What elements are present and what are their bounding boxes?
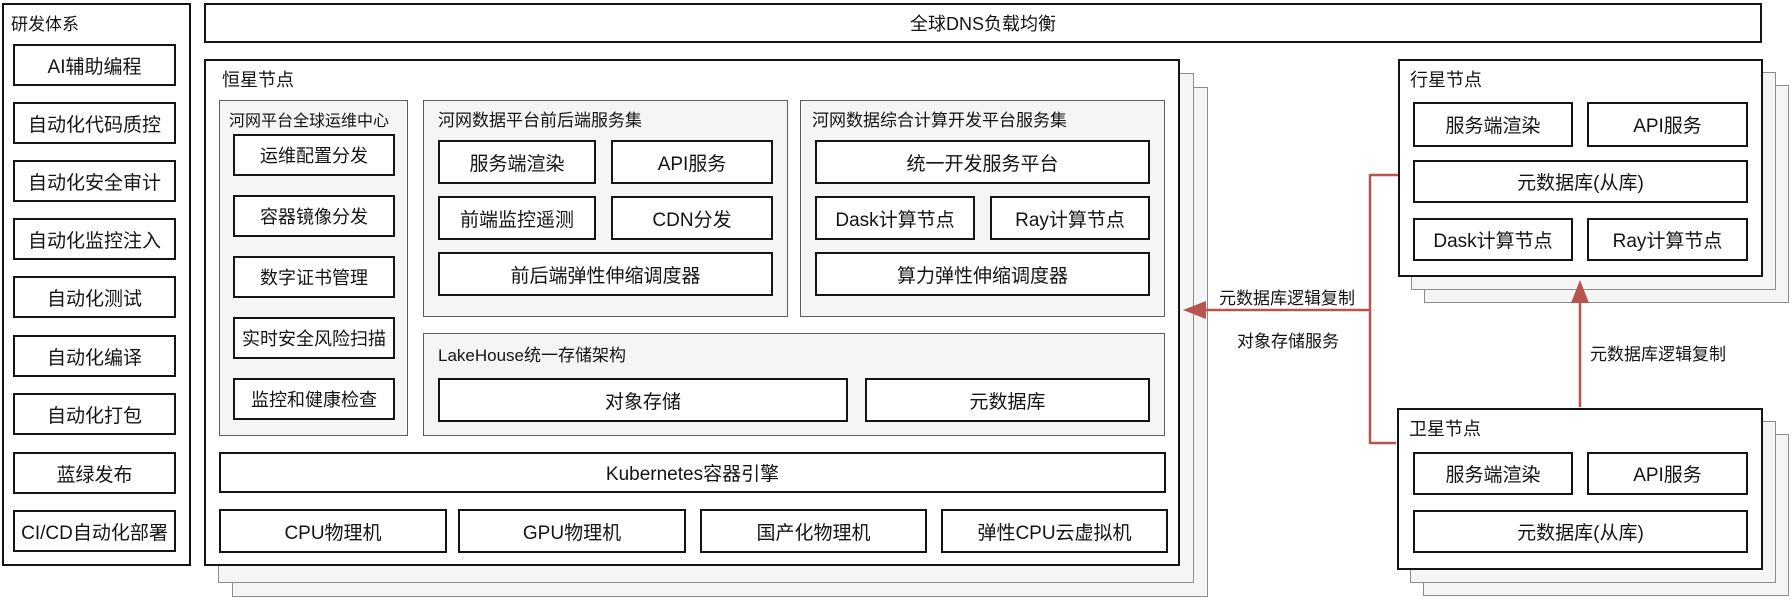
service-label: 服务端渲染: [469, 153, 565, 175]
sidebar-item-box: 自动化编译: [13, 335, 176, 377]
connector-label-object-storage: 对象存储服务: [1237, 332, 1339, 351]
service-label: Ray计算节点: [1015, 209, 1125, 231]
service-box: 服务端渲染: [1413, 102, 1573, 147]
service-label: 元数据库(从库): [1517, 173, 1644, 194]
service-box: Dask计算节点: [1413, 218, 1573, 261]
web-services-title: 河网数据平台前后端服务集: [438, 111, 642, 130]
service-label: 统一开发服务平台: [906, 153, 1059, 175]
service-box: 统一开发服务平台: [815, 140, 1150, 184]
dns-load-balancer-bar: 全球DNS负载均衡: [204, 3, 1762, 43]
sidebar-item-label: 自动化测试: [46, 288, 142, 310]
kubernetes-engine-box: Kubernetes容器引擎: [219, 452, 1166, 493]
star-node-title: 恒星节点: [222, 70, 294, 90]
sidebar-item-label: AI辅助编程: [47, 56, 142, 78]
service-label: API服务: [657, 153, 727, 175]
service-label: Ray计算节点: [1612, 231, 1723, 252]
sidebar-item-label: 自动化编译: [46, 347, 142, 369]
service-box: API服务: [1587, 452, 1748, 495]
service-box: CDN分发: [611, 196, 773, 240]
service-label: 服务端渲染: [1445, 116, 1541, 137]
sidebar-item-box: 自动化安全审计: [13, 160, 176, 202]
service-label: Dask计算节点: [1433, 231, 1553, 252]
sidebar-item-box: 自动化代码质控: [13, 102, 176, 144]
service-box: API服务: [1587, 102, 1748, 147]
sidebar-item-label: 自动化监控注入: [27, 230, 161, 252]
sidebar-item-label: 自动化代码质控: [27, 114, 161, 136]
service-label: 实时安全风险扫描: [242, 329, 386, 349]
dns-bar-label: 全球DNS负载均衡: [909, 14, 1056, 34]
hardware-box: CPU物理机: [219, 509, 447, 553]
kubernetes-label: Kubernetes容器引擎: [605, 464, 780, 485]
service-label: Dask计算节点: [835, 209, 955, 231]
service-label: 对象存储: [604, 391, 681, 413]
hardware-label: CPU物理机: [284, 522, 382, 544]
service-label: 容器镜像分发: [260, 207, 368, 227]
service-box: 实时安全风险扫描: [233, 317, 395, 359]
service-box: 对象存储: [438, 378, 848, 422]
sidebar-item-label: 蓝绿发布: [56, 464, 133, 486]
service-label: 前端监控遥测: [459, 209, 574, 231]
sidebar-item-box: 自动化监控注入: [13, 218, 176, 260]
service-box: Dask计算节点: [815, 196, 975, 240]
service-label: 运维配置分发: [260, 146, 368, 166]
service-label: 监控和健康检查: [251, 390, 377, 410]
service-box: 前端监控遥测: [438, 196, 596, 240]
sidebar-item-box: 自动化打包: [13, 393, 176, 435]
service-box: Ray计算节点: [1587, 218, 1748, 261]
ops-center-title: 河网平台全球运维中心: [229, 113, 390, 130]
service-label: 元数据库: [969, 391, 1046, 413]
service-box: 监控和健康检查: [233, 378, 395, 420]
service-label: 数字证书管理: [260, 268, 368, 288]
service-box: 数字证书管理: [233, 256, 395, 298]
hardware-box: GPU物理机: [458, 509, 686, 553]
sidebar-item-label: 自动化安全审计: [27, 172, 161, 194]
service-box: 元数据库: [865, 378, 1150, 422]
sidebar-title: 研发体系: [11, 15, 79, 34]
planet-satellite-connector-line: [1368, 173, 1398, 445]
sidebar-item-box: AI辅助编程: [13, 44, 176, 86]
sidebar-item-label: 自动化打包: [46, 405, 142, 427]
service-box: 容器镜像分发: [233, 195, 395, 237]
sidebar-item-box: 蓝绿发布: [13, 452, 176, 494]
connector-label-metadata-replication: 元数据库逻辑复制: [1219, 289, 1355, 308]
hardware-label: GPU物理机: [522, 522, 622, 544]
service-box: API服务: [611, 140, 773, 184]
service-box: Ray计算节点: [990, 196, 1150, 240]
service-box: 元数据库(从库): [1413, 160, 1748, 203]
hardware-label: 弹性CPU云虚拟机: [977, 522, 1132, 544]
service-label: API服务: [1633, 465, 1702, 486]
service-label: 前后端弹性伸缩调度器: [510, 265, 701, 287]
lakehouse-title: LakeHouse统一存储架构: [438, 346, 627, 365]
sidebar-item-label: CI/CD自动化部署: [21, 522, 168, 544]
service-label: 算力弹性伸缩调度器: [896, 265, 1068, 287]
service-box: 服务端渲染: [1413, 452, 1573, 495]
service-box: 前后端弹性伸缩调度器: [438, 252, 773, 296]
service-box: 元数据库(从库): [1413, 510, 1748, 553]
service-label: API服务: [1633, 116, 1702, 137]
hardware-box: 弹性CPU云虚拟机: [941, 509, 1168, 553]
sidebar-item-box: CI/CD自动化部署: [13, 510, 176, 552]
connector-label-satellite-replication: 元数据库逻辑复制: [1590, 345, 1726, 364]
service-box: 运维配置分发: [233, 134, 395, 176]
service-label: 服务端渲染: [1445, 465, 1541, 486]
sidebar-item-box: 自动化测试: [13, 276, 176, 318]
planet-node-title: 行星节点: [1410, 70, 1482, 90]
service-box: 服务端渲染: [438, 140, 596, 184]
hardware-box: 国产化物理机: [700, 509, 927, 553]
service-label: CDN分发: [652, 209, 732, 231]
hardware-label: 国产化物理机: [756, 522, 871, 544]
service-box: 算力弹性伸缩调度器: [815, 252, 1150, 296]
satellite-node-title: 卫星节点: [1409, 419, 1481, 439]
service-label: 元数据库(从库): [1517, 523, 1644, 544]
compute-platform-title: 河网数据综合计算开发平台服务集: [812, 111, 1067, 130]
